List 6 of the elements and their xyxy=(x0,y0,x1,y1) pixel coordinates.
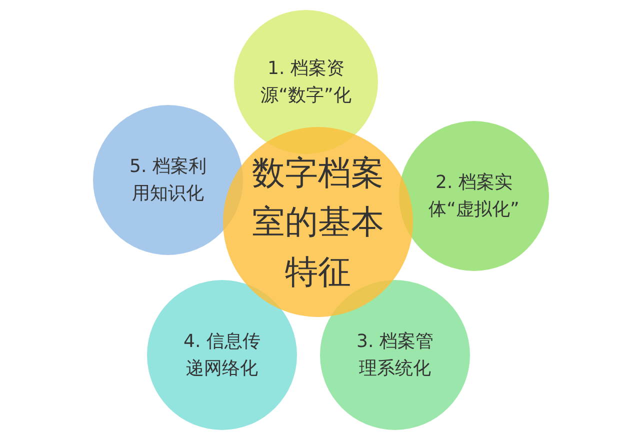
center-title: 数字档案室的基本特征 xyxy=(250,152,385,293)
feature-label: 4. 信息传递网络化 xyxy=(182,330,262,381)
feature-label: 2. 档案实体“虚拟化” xyxy=(428,171,520,222)
feature-label: 5. 档案利用知识化 xyxy=(128,155,208,206)
feature-label: 1. 档案资源“数字”化 xyxy=(260,57,352,108)
feature-label: 3. 档案管理系统化 xyxy=(356,330,434,381)
